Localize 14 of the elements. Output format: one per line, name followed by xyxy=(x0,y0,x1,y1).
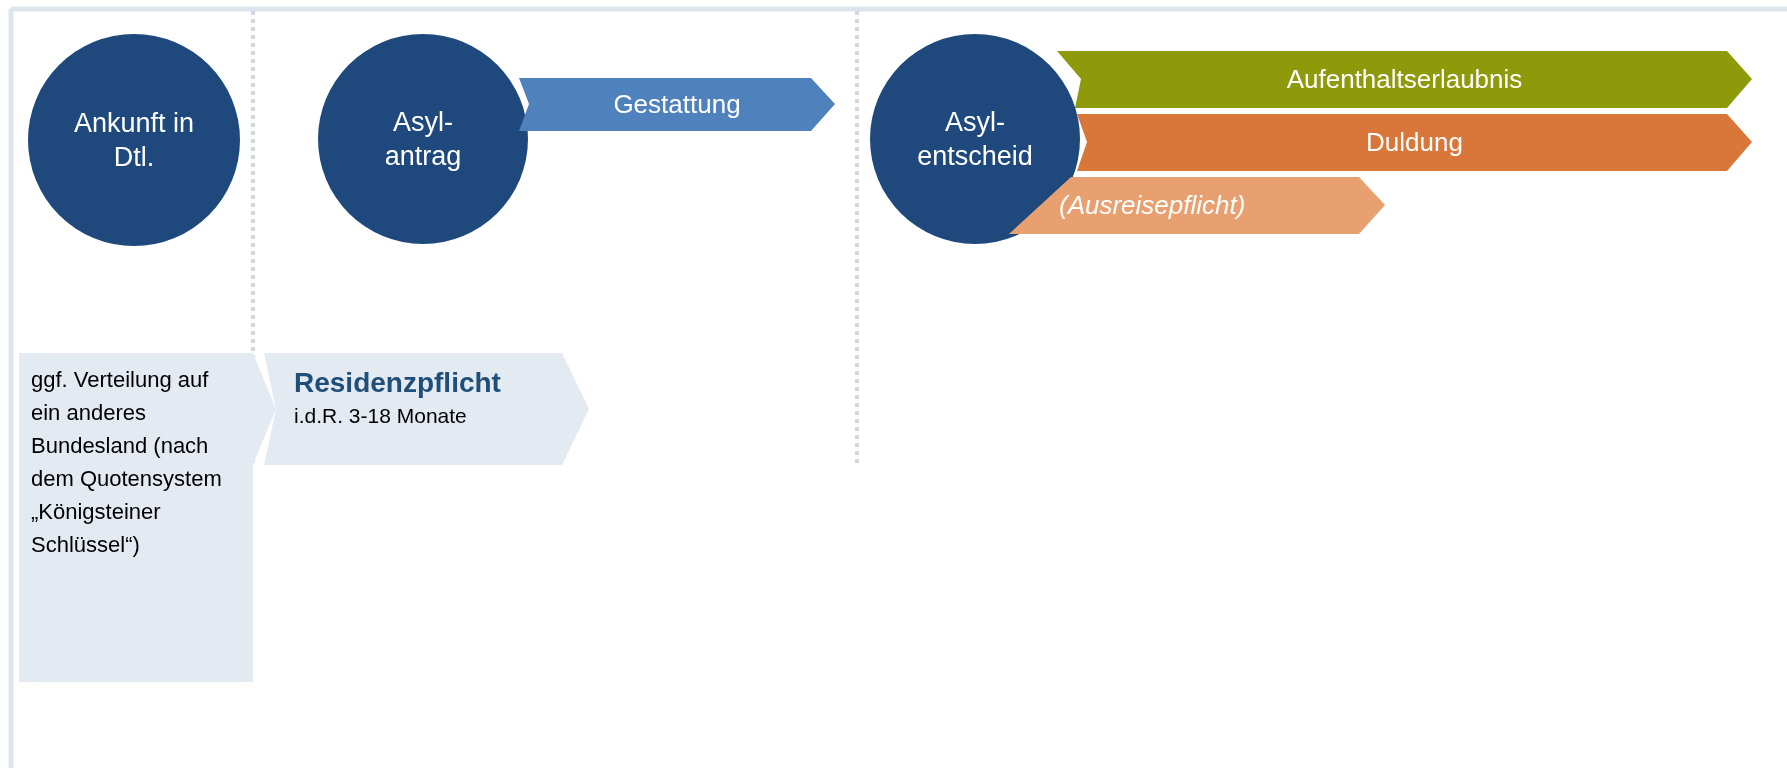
chevron-band xyxy=(519,78,835,131)
panel-text: ggf. Verteilung auf ein anderes Bundesland (nach dem Quotensystem „Königsteiner Schlüssel“) xyxy=(31,366,223,559)
panel-text: i.d.R. 3-18 Monate xyxy=(294,403,468,429)
info-panel xyxy=(19,353,276,682)
band-label: (Ausreisepflicht) xyxy=(1059,190,1246,221)
circle-label: Asyl- antrag xyxy=(383,106,463,173)
band-label: Aufenthaltserlaubnis xyxy=(1286,64,1523,95)
band-label: Gestattung xyxy=(613,89,741,120)
chevron-panel xyxy=(264,353,589,465)
panel-heading: Residenzpflicht xyxy=(294,366,502,400)
circle-label: Ankunft in Dtl. xyxy=(72,107,196,174)
circle-label: Asyl- entscheid xyxy=(916,106,1034,173)
chevron-band xyxy=(1077,114,1752,171)
band-label: Duldung xyxy=(1366,127,1463,158)
